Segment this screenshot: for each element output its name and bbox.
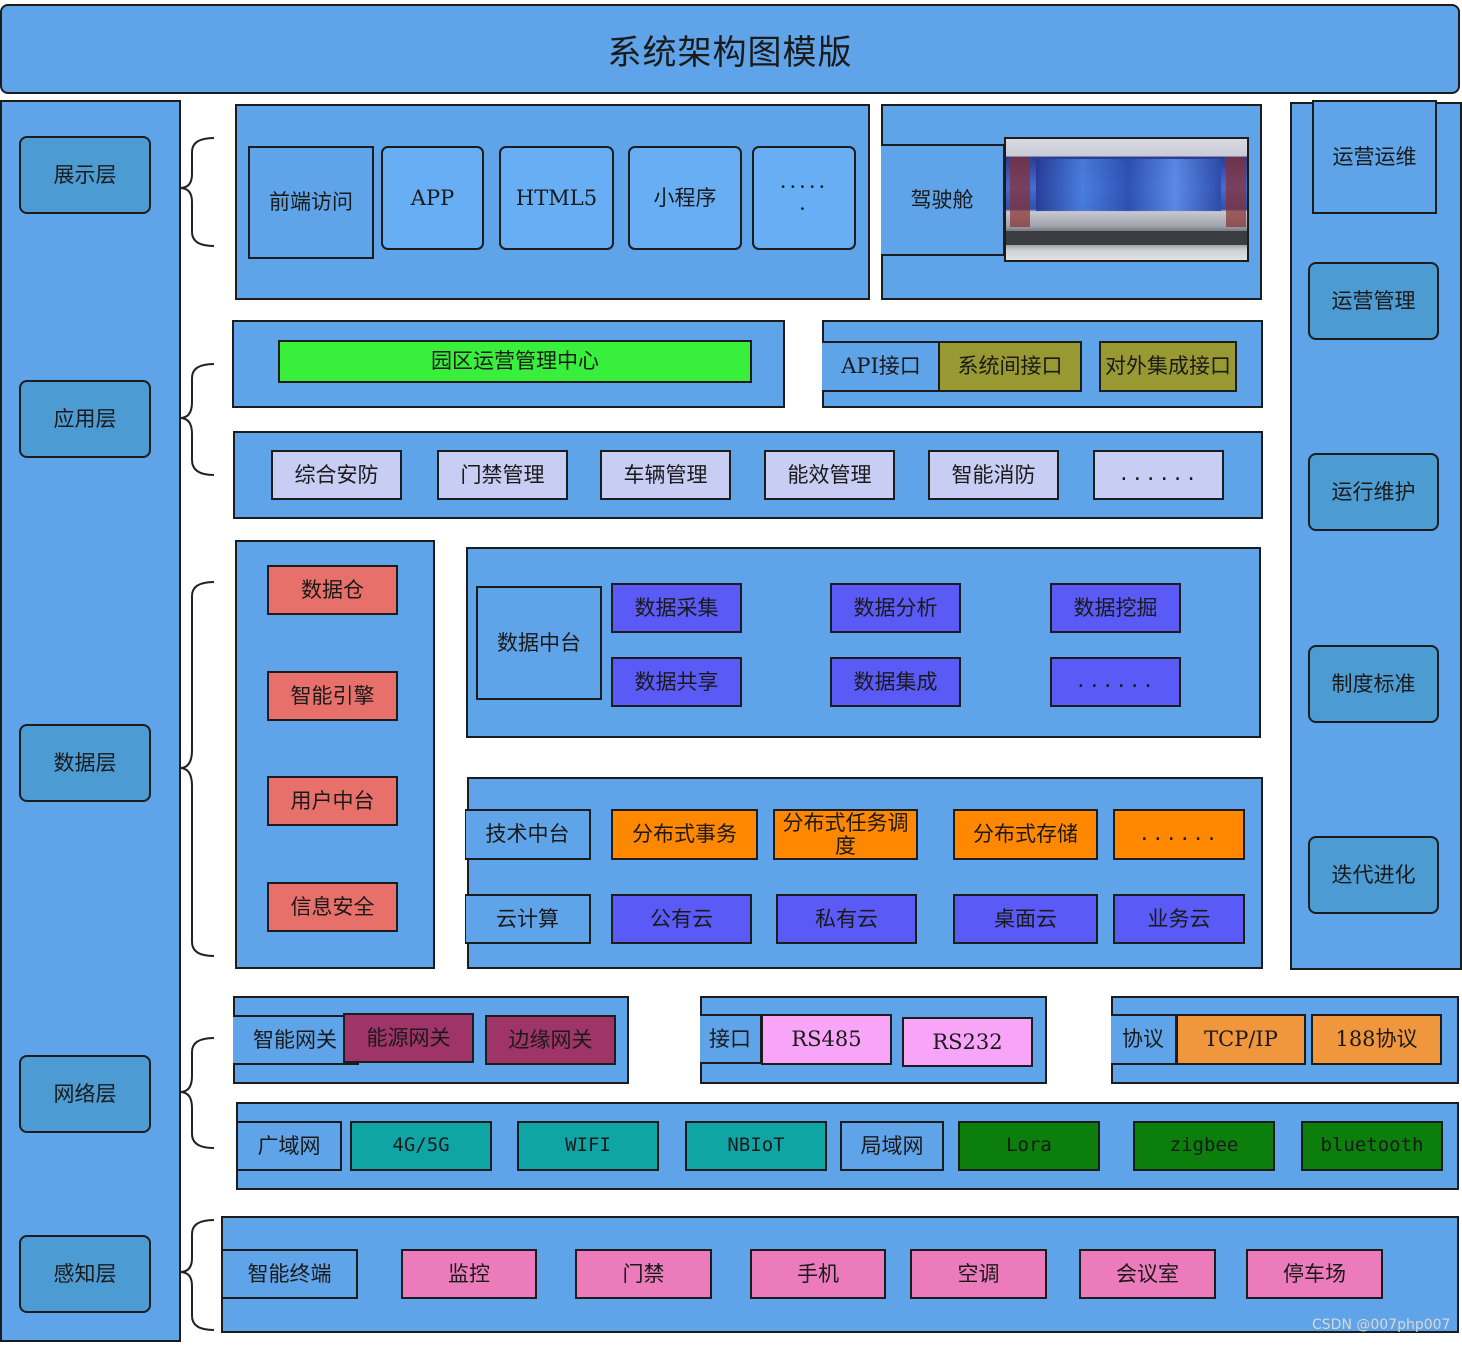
- public-cloud: 公有云: [611, 894, 752, 944]
- watermark: CSDN @007php007: [1312, 1317, 1451, 1333]
- net-4g5g: 4G/5G: [350, 1121, 492, 1171]
- layer-network: 网络层: [19, 1055, 151, 1133]
- vehicle-mgmt: 车辆管理: [600, 450, 731, 500]
- business-cloud: 业务云: [1113, 894, 1245, 944]
- lan-label: 局域网: [840, 1121, 944, 1171]
- brace-perception: [179, 1219, 215, 1331]
- inter-system-interface: 系统间接口: [938, 341, 1082, 392]
- brace-presentation: [179, 137, 215, 247]
- protocol-188: 188协议: [1311, 1014, 1442, 1065]
- data-integration: 数据集成: [830, 657, 961, 707]
- frontend-access: 前端访问: [248, 146, 374, 259]
- desk-row: [1006, 231, 1247, 245]
- data-platform-label: 数据中台: [476, 586, 602, 700]
- device-air-conditioner: 空调: [910, 1249, 1047, 1299]
- net-bluetooth: bluetooth: [1301, 1121, 1443, 1171]
- device-monitoring: 监控: [401, 1249, 537, 1299]
- device-access-control: 门禁: [575, 1249, 712, 1299]
- data-sharing: 数据共享: [611, 657, 742, 707]
- api-interface: API接口: [822, 341, 942, 392]
- tech-platform-label: 技术中台: [465, 809, 591, 860]
- cockpit-label: 驾驶舱: [881, 144, 1005, 256]
- ops-standards: 制度标准: [1308, 645, 1439, 723]
- control-room-image: [1004, 137, 1249, 262]
- layer-perception: 感知层: [19, 1235, 151, 1313]
- rs485: RS485: [761, 1014, 892, 1065]
- page-title: 系统架构图模版: [607, 32, 853, 73]
- title-bar: 系统架构图模版: [0, 4, 1460, 94]
- data-analysis: 数据分析: [830, 583, 961, 633]
- energy-gateway: 能源网关: [343, 1013, 474, 1063]
- tech-platform-more: ......: [1113, 809, 1245, 860]
- brace-application: [179, 363, 215, 476]
- side-panel-right: [1226, 157, 1246, 227]
- rs232: RS232: [902, 1017, 1033, 1067]
- brace-data: [179, 581, 215, 957]
- ops-running-maintenance: 运行维护: [1308, 453, 1439, 531]
- net-zigbee: zigbee: [1133, 1121, 1275, 1171]
- energy-mgmt: 能效管理: [764, 450, 895, 500]
- layer-data: 数据层: [19, 724, 151, 802]
- braces: [179, 137, 215, 1331]
- data-warehouse: 数据仓: [267, 565, 398, 615]
- cloud-computing-label: 云计算: [465, 894, 591, 944]
- park-ops-center: 园区运营管理中心: [278, 340, 752, 383]
- side-panel-left: [1010, 157, 1030, 227]
- layer-column: [0, 100, 181, 1342]
- application-modules-panel: [233, 431, 1263, 519]
- external-integration-interface: 对外集成接口: [1099, 341, 1237, 392]
- data-mining: 数据挖掘: [1050, 583, 1181, 633]
- smart-engine: 智能引擎: [267, 671, 398, 721]
- layer-presentation: 展示层: [19, 136, 151, 214]
- data-collection: 数据采集: [611, 583, 742, 633]
- wan-label: 广域网: [236, 1121, 342, 1171]
- tcp-ip: TCP/IP: [1176, 1014, 1306, 1065]
- network-interface-label: 接口: [700, 1014, 762, 1064]
- operations-column: [1290, 102, 1462, 970]
- ops-operation-management: 运营管理: [1308, 262, 1439, 340]
- more-box: ····· ·: [752, 146, 856, 250]
- mini-program-box: 小程序: [628, 146, 742, 250]
- access-control-mgmt: 门禁管理: [437, 450, 568, 500]
- distributed-scheduling: 分布式任务调度: [773, 809, 918, 860]
- private-cloud: 私有云: [776, 894, 917, 944]
- html5-box: HTML5: [499, 146, 614, 250]
- device-parking-lot: 停车场: [1246, 1249, 1383, 1299]
- layer-application: 应用层: [19, 380, 151, 458]
- distributed-storage: 分布式存储: [953, 809, 1098, 860]
- net-wifi: WIFI: [517, 1121, 659, 1171]
- user-platform: 用户中台: [267, 776, 398, 826]
- edge-gateway: 边缘网关: [485, 1015, 616, 1065]
- brace-network: [179, 1037, 215, 1149]
- protocol-label: 协议: [1111, 1014, 1177, 1065]
- screen-wall: [1036, 159, 1221, 211]
- net-lora: Lora: [958, 1121, 1100, 1171]
- smart-terminal-label: 智能终端: [221, 1249, 358, 1299]
- info-security: 信息安全: [267, 882, 398, 932]
- smart-gateway: 智能网关: [233, 1015, 359, 1065]
- integrated-security: 综合安防: [271, 450, 402, 500]
- distributed-transaction: 分布式事务: [611, 809, 758, 860]
- ops-operation-maintenance: 运营运维: [1312, 100, 1437, 214]
- desktop-cloud: 桌面云: [953, 894, 1098, 944]
- smart-fire: 智能消防: [928, 450, 1059, 500]
- application-more: ......: [1093, 450, 1224, 500]
- data-platform-more: ......: [1050, 657, 1181, 707]
- ops-iterative-evolution: 迭代进化: [1308, 836, 1439, 914]
- app-box: APP: [381, 146, 484, 250]
- device-phone: 手机: [750, 1249, 886, 1299]
- net-nbiot: NBIoT: [685, 1121, 827, 1171]
- device-meeting-room: 会议室: [1079, 1249, 1216, 1299]
